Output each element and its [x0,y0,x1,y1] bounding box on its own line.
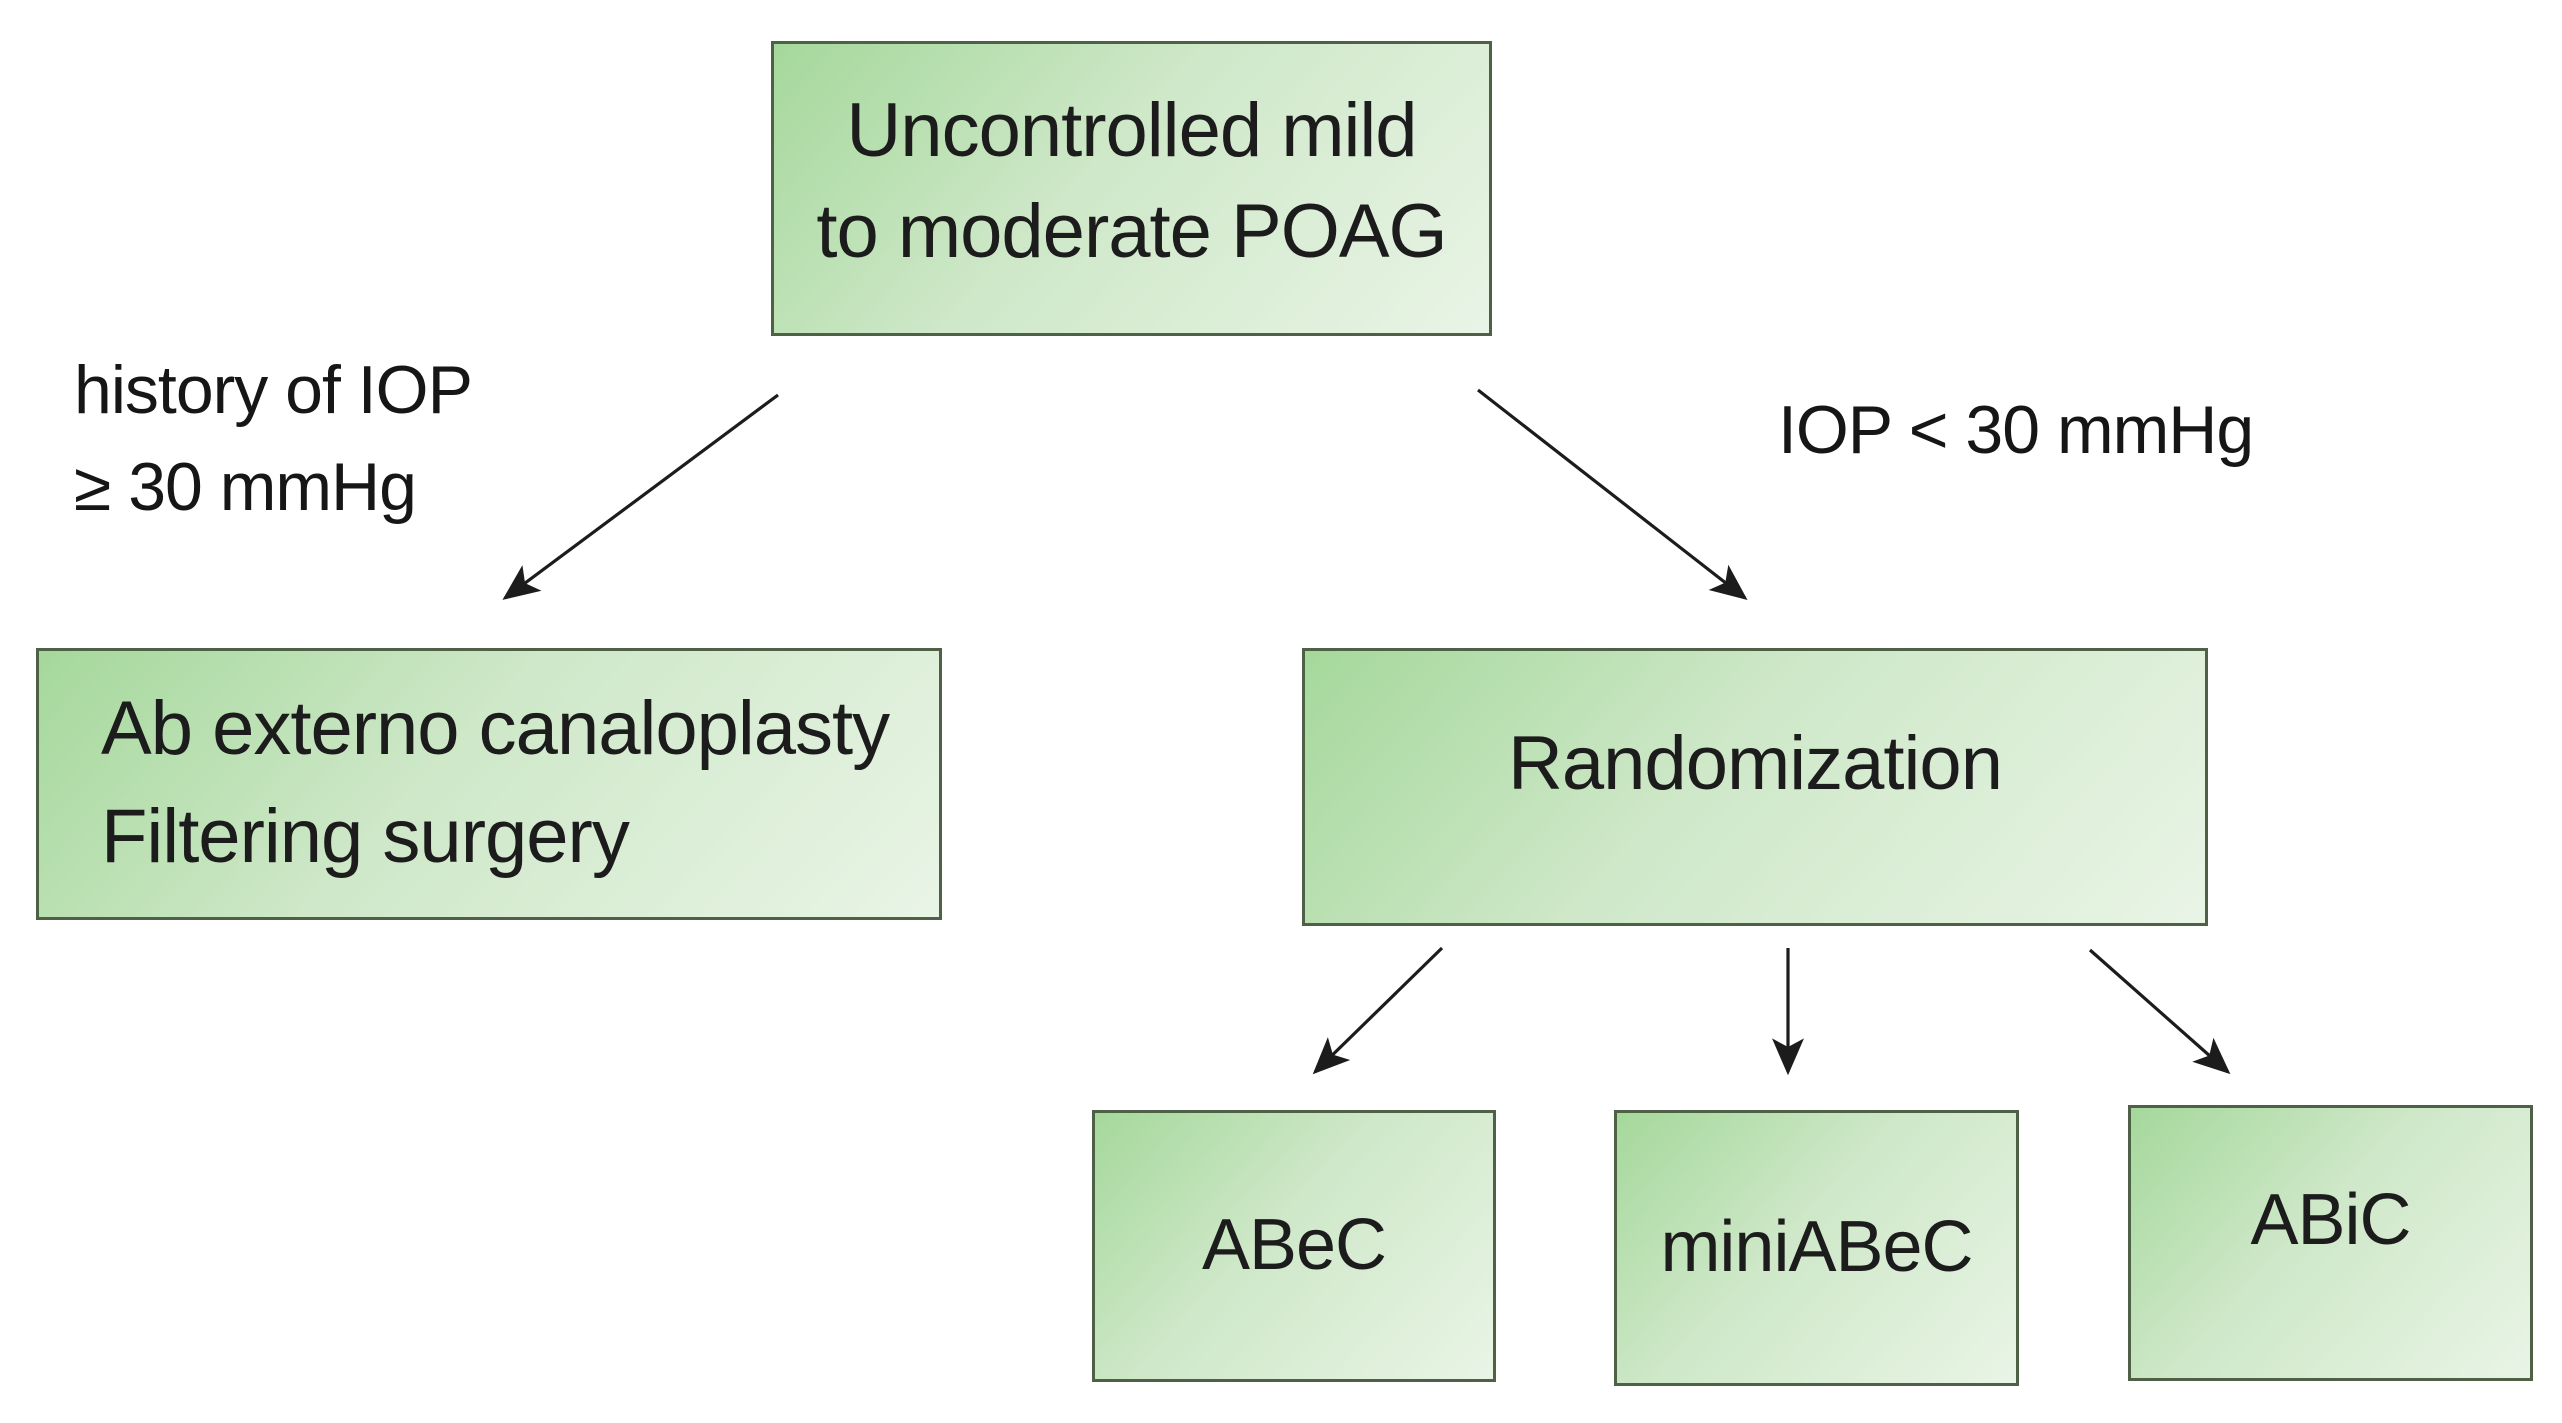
node-abic: ABiC [2128,1105,2533,1381]
edge-label-history-iop: history of IOP ≥ 30 mmHg [74,342,473,535]
node-ab-externo-canaloplasty: Ab externo canaloplasty Filtering surger… [36,648,942,920]
arrow-randomization-to-abec [1312,946,1444,1075]
node-ab-externo-line1: Ab externo canaloplasty [101,686,890,771]
node-randomization: Randomization [1302,648,2208,926]
arrow-uncontrolled-to-ab-externo [502,393,779,600]
edge-label-iop-below-30: IOP < 30 mmHg [1778,392,2254,468]
arrow-uncontrolled-to-randomization [1477,388,1748,600]
node-uncontrolled-poag: Uncontrolled mild to moderate POAG [771,41,1492,336]
edge-label-history-iop-line2: ≥ 30 mmHg [74,448,417,525]
node-abec: ABeC [1092,1110,1496,1382]
node-uncontrolled-line1: Uncontrolled mild [846,88,1417,174]
node-ab-externo-line2: Filtering surgery [101,793,630,879]
arrow-randomization-to-abic [2088,948,2231,1075]
node-uncontrolled-line2: to moderate POAG [816,188,1447,274]
edge-label-history-iop-line1: history of IOP [74,352,473,428]
node-miniabec: miniABeC [1614,1110,2019,1386]
